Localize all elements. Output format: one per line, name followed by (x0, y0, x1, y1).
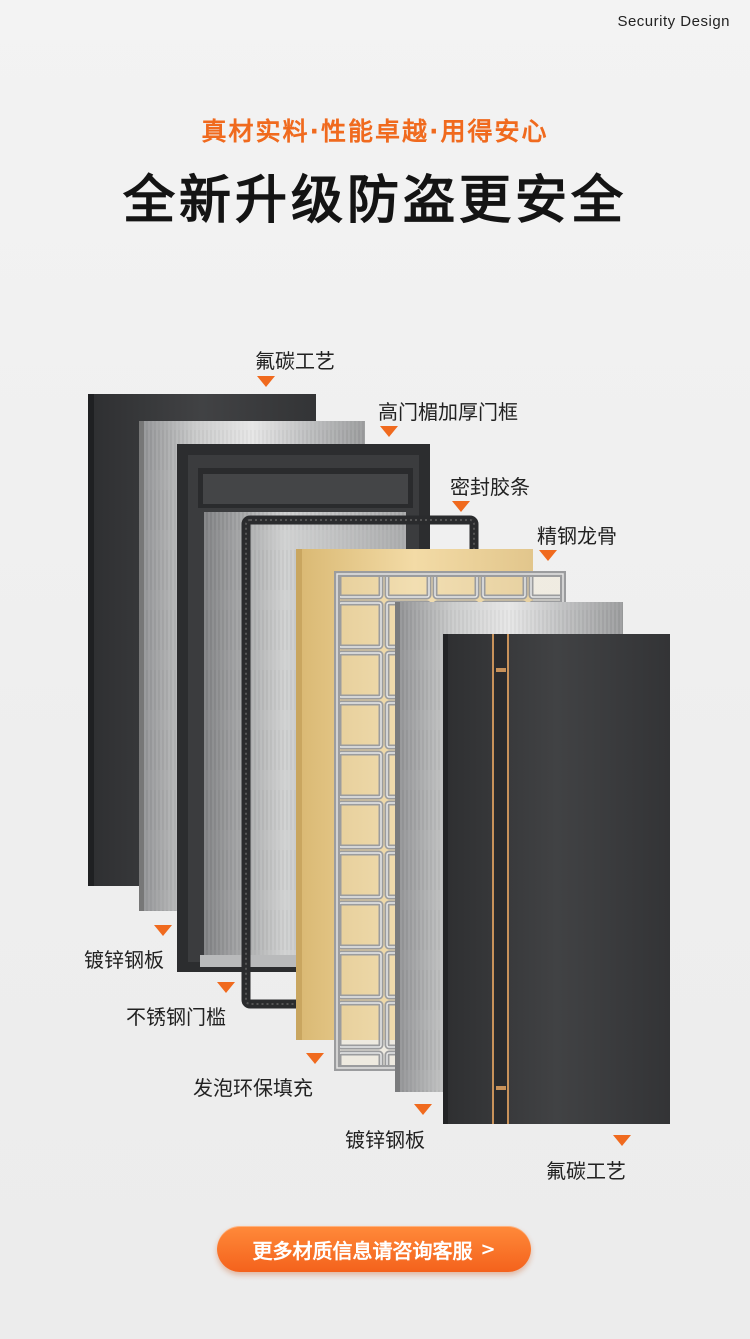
label-fluorocarbon-back: 氟碳工艺 (255, 349, 335, 373)
contact-service-button[interactable]: 更多材质信息请咨询客服 > (217, 1226, 531, 1272)
label-foam-fill: 发泡环保填充 (193, 1076, 313, 1100)
label-fluorocarbon-front: 氟碳工艺 (546, 1159, 626, 1183)
label-galvanized-back: 镀锌钢板 (84, 948, 164, 972)
pointer-arrow-icon (452, 501, 470, 512)
label-steel-frame: 精钢龙骨 (537, 524, 617, 548)
label-galvanized-front: 镀锌钢板 (345, 1128, 425, 1152)
page-title: 全新升级防盗更安全 (122, 171, 627, 231)
pointer-arrow-icon (306, 1053, 324, 1064)
page-subtitle: 真材实料·性能卓越·用得安心 (201, 117, 549, 146)
label-high-lintel-frame: 高门楣加厚门框 (378, 400, 518, 424)
label-stainless-threshold: 不锈钢门槛 (126, 1005, 226, 1029)
label-seal-strip: 密封胶条 (450, 475, 530, 499)
fluorocarbon-front-panel (443, 634, 670, 1124)
pointer-arrow-icon (380, 426, 398, 437)
pointer-arrow-icon (539, 550, 557, 561)
pointer-arrow-icon (414, 1104, 432, 1115)
pointer-arrow-icon (613, 1135, 631, 1146)
pointer-arrow-icon (217, 982, 235, 993)
contact-service-label: 更多材质信息请咨询客服 (252, 1238, 473, 1263)
brand-label: Security Design (617, 13, 730, 30)
pointer-arrow-icon (257, 376, 275, 387)
pointer-arrow-icon (154, 925, 172, 936)
chevron-right-icon: > (480, 1238, 496, 1260)
